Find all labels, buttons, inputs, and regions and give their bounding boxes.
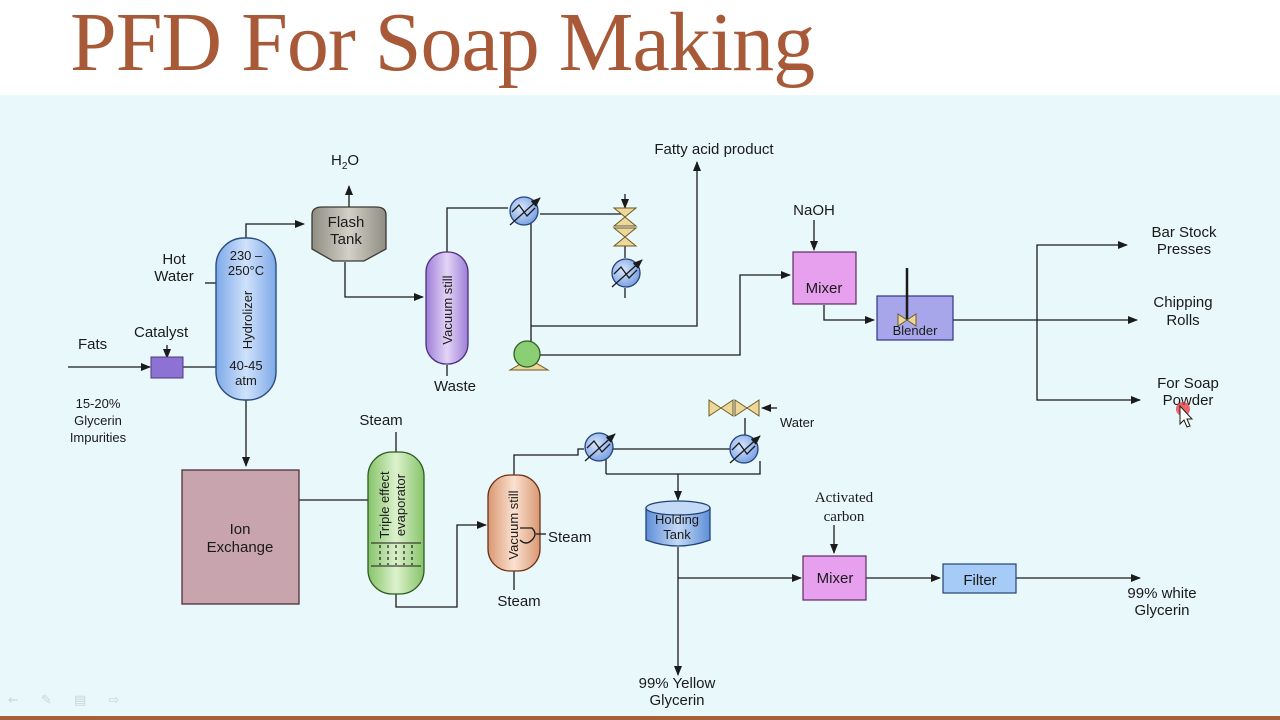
hot-water-label-1: Hot — [162, 251, 186, 268]
filter-label: Filter — [963, 572, 996, 589]
ion-exchange-label-1: Ion — [230, 521, 251, 538]
vacuum-overhead-line — [446, 207, 508, 252]
yellow-glycerin-label-2: Glycerin — [649, 692, 704, 709]
chipping-label-2: Rolls — [1166, 312, 1199, 329]
triple-effect-evaporator: Triple effect evaporator — [367, 451, 425, 595]
hydrolizer-label: Hydrolizer — [240, 290, 255, 349]
vacuum-still-bottom: Vacuum still — [487, 474, 541, 572]
bottom-rule — [0, 716, 1280, 720]
slide-title: PFD For Soap Making — [70, 0, 815, 89]
fatty-acid-product-line — [531, 161, 701, 327]
impurities-label-3: Impurities — [70, 430, 127, 445]
mixer-to-blender-line — [823, 305, 875, 324]
impurities-label-2: Glycerin — [74, 413, 122, 428]
catalyst-label: Catalyst — [134, 324, 189, 341]
soap-powder-label-1: For Soap — [1157, 375, 1219, 392]
hydrolizer-to-flash-line — [245, 220, 305, 240]
vacuum-still-top: Vacuum still — [425, 251, 469, 365]
soap-mixer: Mixer — [792, 251, 857, 305]
hot-water-label-2: Water — [154, 268, 193, 285]
flash-tank-label-1: Flash — [328, 214, 365, 231]
activated-carbon-label-1: Activated — [815, 490, 874, 506]
holding-tank: Holding Tank — [645, 500, 711, 547]
water-label: Water — [780, 415, 815, 430]
bar-stock-label-2: Presses — [1157, 241, 1211, 258]
vacuum-still-bottom-label: Vacuum still — [506, 490, 521, 559]
glycerin-filter: Filter — [942, 563, 1017, 594]
ion-exchange-label-2: Exchange — [207, 539, 274, 556]
still-steam-side-label: Steam — [548, 529, 591, 546]
pump-to-mixer-line — [540, 271, 791, 356]
activated-carbon-label-2: carbon — [824, 509, 865, 525]
chipping-label-1: Chipping — [1153, 294, 1212, 311]
heat-exchanger-top-1 — [509, 196, 541, 226]
bar-stock-label-1: Bar Stock — [1151, 224, 1217, 241]
hydrolizer-temp-1: 230 – — [230, 248, 263, 263]
blender: Blender — [876, 268, 954, 341]
heat-exchanger-top-2 — [611, 258, 643, 288]
diagram-background — [0, 95, 1280, 716]
evaporator-label-1: Triple effect — [377, 471, 392, 539]
flash-tank: Flash Tank — [311, 206, 387, 262]
soap-powder-line — [1036, 320, 1141, 404]
fatty-acid-product-label: Fatty acid product — [654, 141, 774, 158]
bar-stock-line — [1036, 241, 1128, 320]
water-control-valve — [708, 399, 760, 417]
naoh-label: NaOH — [793, 202, 835, 219]
condensate-collect-line — [606, 461, 761, 475]
blender-label: Blender — [893, 323, 938, 338]
heat-exchanger-bottom-2 — [729, 434, 761, 464]
holding-tank-label-1: Holding — [655, 512, 699, 527]
evaporator-to-still-line — [395, 521, 487, 608]
glycerin-mixer-label: Mixer — [817, 570, 854, 587]
evaporator-steam-label: Steam — [359, 412, 402, 429]
product-pump — [508, 340, 550, 371]
soap-powder-label-2: Powder — [1163, 392, 1214, 409]
mouse-cursor-icon — [1176, 402, 1194, 428]
hydrolizer-temp-2: 250°C — [228, 263, 264, 278]
soap-mixer-label: Mixer — [806, 280, 843, 297]
slide-nav-icons[interactable]: ← ✎ ▤ ⇨ — [8, 693, 129, 708]
impurities-label-1: 15-20% — [76, 396, 121, 411]
flash-tank-label-2: Tank — [330, 231, 362, 248]
yellow-glycerin-label-1: 99% Yellow — [639, 675, 716, 692]
flash-to-vacuum-line — [344, 262, 424, 301]
fats-label: Fats — [78, 336, 107, 353]
hydrolizer-pressure-2: atm — [235, 373, 257, 388]
process-piping — [68, 161, 1141, 676]
glycerin-mixer: Mixer — [802, 555, 867, 601]
ion-exchange-unit: Ion Exchange — [181, 469, 300, 605]
white-glycerin-label-1: 99% white — [1127, 585, 1196, 602]
control-valve-top — [612, 207, 638, 247]
white-glycerin-label-2: Glycerin — [1134, 602, 1189, 619]
still-overhead-line — [513, 448, 584, 475]
waste-label: Waste — [434, 378, 476, 395]
hydrolizer-pressure-1: 40-45 — [229, 358, 262, 373]
hydrolizer-column: 230 – 250°C Hydrolizer 40-45 atm — [215, 237, 277, 401]
catalyst-injector — [150, 356, 184, 379]
h2o-label: H2O — [331, 152, 359, 172]
vacuum-still-top-label: Vacuum still — [440, 275, 455, 344]
still-steam-bottom-label: Steam — [497, 593, 540, 610]
heat-exchanger-bottom-1 — [584, 432, 616, 462]
holding-tank-label-2: Tank — [663, 527, 691, 542]
evaporator-label-2: evaporator — [393, 473, 408, 536]
